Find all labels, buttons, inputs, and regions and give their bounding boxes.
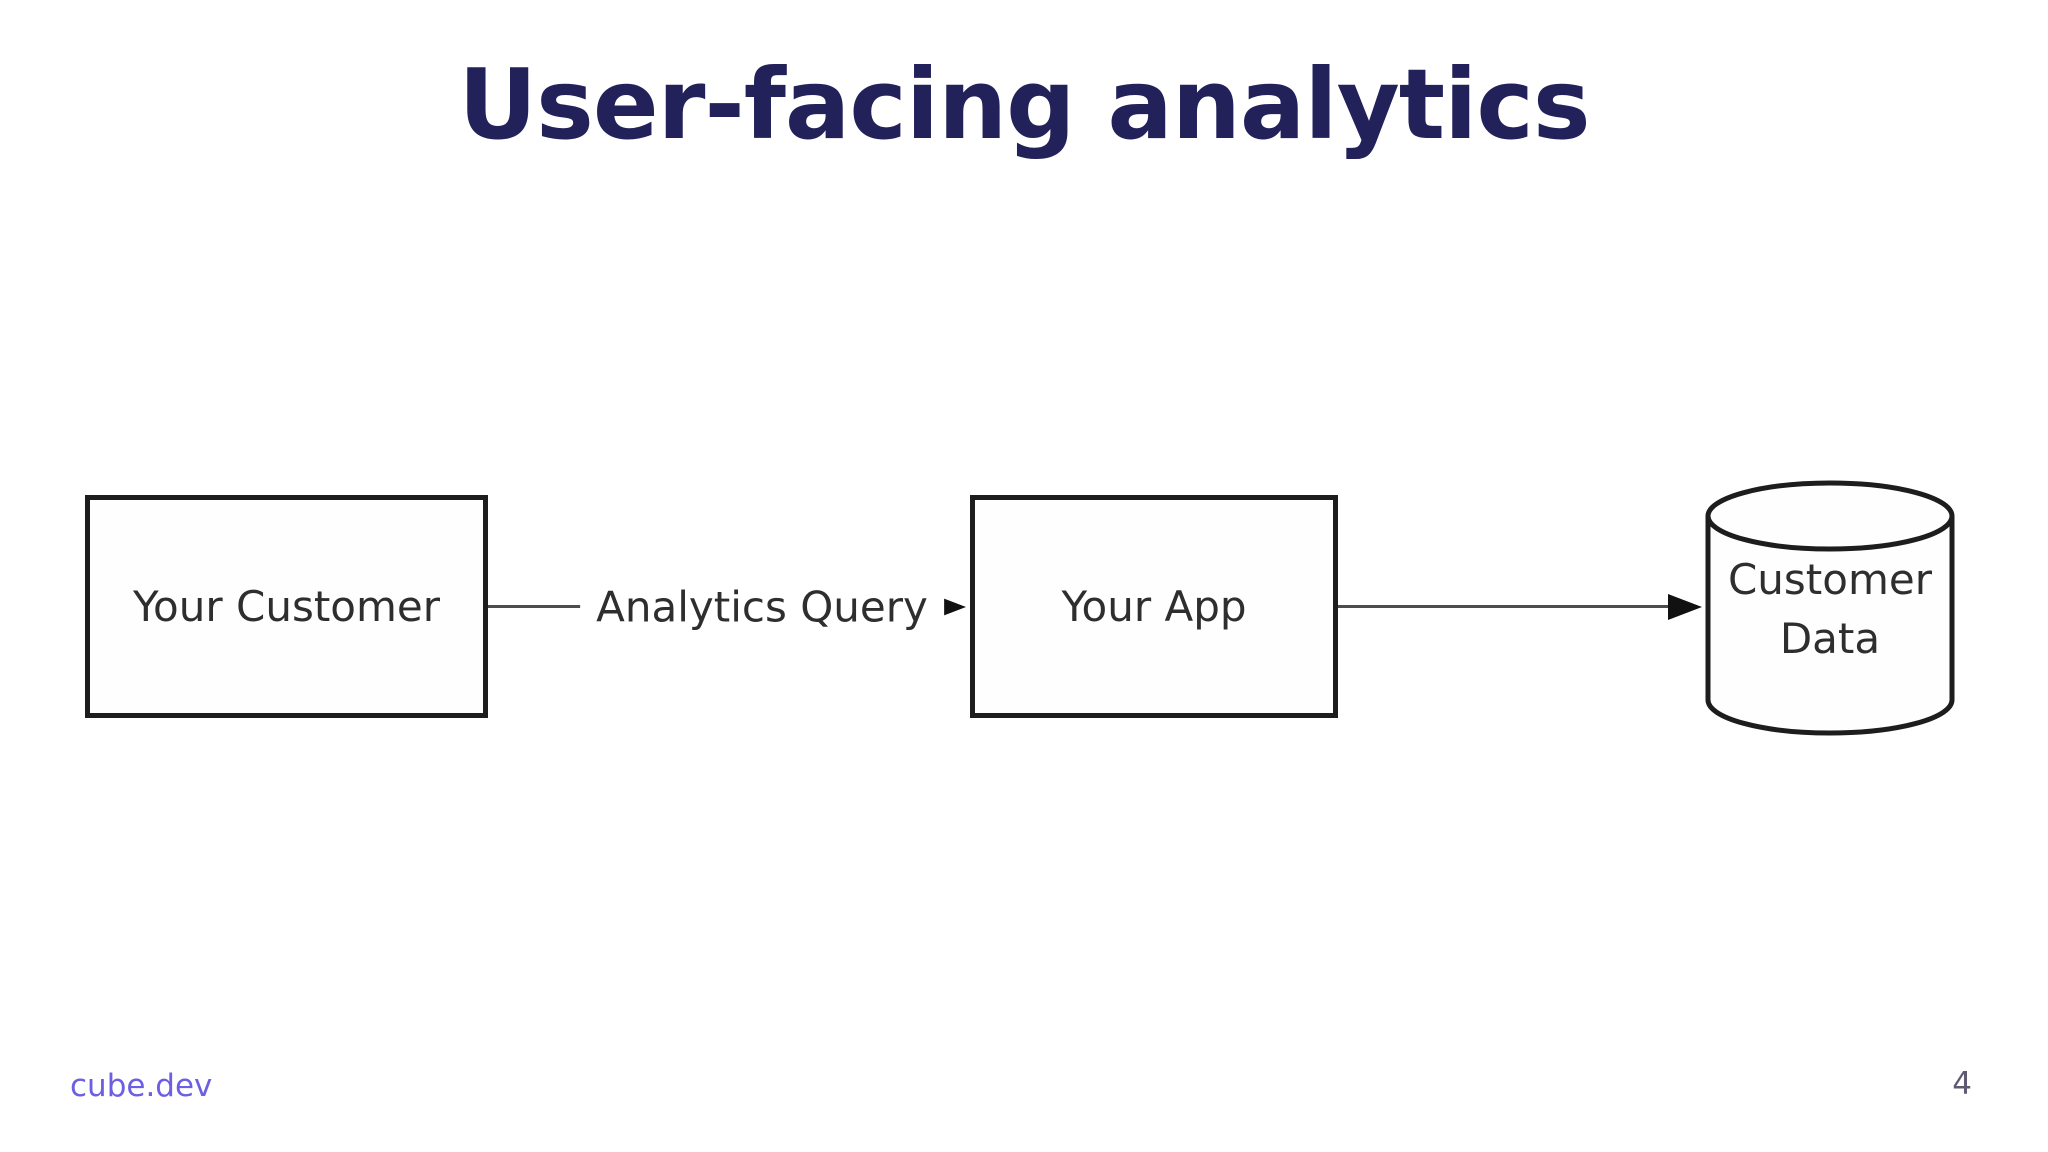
node-your-app-label: Your App xyxy=(1061,582,1247,631)
page-number: 4 xyxy=(1952,1066,1972,1102)
node-your-customer: Your Customer xyxy=(85,495,488,718)
edge-label-analytics-query: Analytics Query xyxy=(580,578,944,636)
node-customer-data-label: Customer Data xyxy=(1727,555,1932,663)
node-your-app: Your App xyxy=(970,495,1338,718)
brand-link[interactable]: cube.dev xyxy=(70,1068,213,1104)
arrowhead-icon xyxy=(1668,594,1702,620)
node-your-customer-label: Your Customer xyxy=(132,582,441,631)
slide-title: User-facing analytics xyxy=(458,48,1590,161)
edge-line-app-to-data xyxy=(1338,605,1678,608)
database-cylinder-icon xyxy=(1705,480,1955,736)
